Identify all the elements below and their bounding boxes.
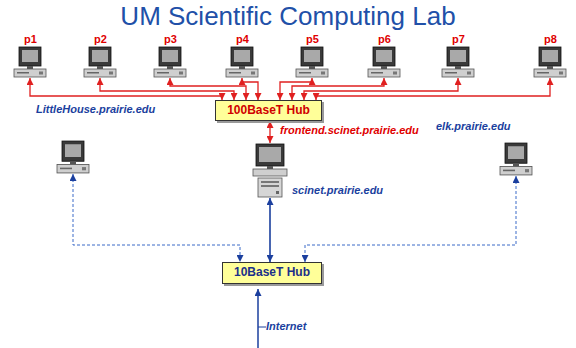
computer-icon [498, 142, 534, 176]
network-link [269, 121, 270, 143]
node-name: p1 [24, 33, 37, 46]
network-link [304, 78, 458, 100]
network-link [73, 174, 240, 262]
computer-node: LittleHouse.prairie.edu [55, 140, 91, 174]
link-label: Internet [266, 320, 306, 333]
network-link [316, 78, 550, 100]
computer-node: p1 [12, 46, 48, 78]
network-link [242, 78, 258, 100]
host-name: elk.prairie.edu [436, 120, 511, 133]
host-name: LittleHouse.prairie.edu [36, 103, 155, 116]
computer-node: p2 [82, 46, 118, 78]
computer-icon [55, 140, 91, 174]
computer-icon [12, 46, 48, 78]
network-link [292, 78, 384, 100]
internet-arrow [257, 289, 259, 348]
server-icon [250, 143, 290, 198]
computer-icon [532, 46, 568, 78]
diagram-title: UM Scientific Computing Lab [0, 2, 576, 32]
node-name: p3 [164, 33, 177, 46]
computer-node: p5 [294, 46, 330, 78]
computer-node: p7 [440, 46, 476, 78]
hub-box: 100BaseT Hub [215, 100, 322, 121]
node-name: p4 [236, 33, 249, 46]
computer-node: p4 [224, 46, 260, 78]
network-link [100, 78, 234, 100]
internet-leader [258, 327, 266, 328]
computer-node: p8 [532, 46, 568, 78]
computer-icon [224, 46, 260, 78]
computer-icon [366, 46, 402, 78]
link-label: frontend.scinet.prairie.edu [279, 124, 420, 137]
computer-node: p6 [366, 46, 402, 78]
node-name: p5 [306, 33, 319, 46]
computer-icon [440, 46, 476, 78]
node-name: p2 [94, 33, 107, 46]
hub-label: 100BaseT Hub [227, 104, 310, 118]
network-link [269, 198, 271, 262]
server-node: scinet.prairie.edu [250, 143, 290, 198]
computer-node: p3 [152, 46, 188, 78]
computer-icon [294, 46, 330, 78]
hub-box: 10BaseT Hub [222, 262, 322, 284]
node-name: p6 [378, 33, 391, 46]
host-name: scinet.prairie.edu [292, 184, 383, 197]
network-link [280, 78, 312, 100]
node-name: p7 [452, 33, 465, 46]
hub-label: 10BaseT Hub [234, 266, 310, 280]
network-link [30, 78, 222, 100]
computer-icon [82, 46, 118, 78]
network-link [170, 78, 246, 100]
computer-node: elk.prairie.edu [498, 142, 534, 176]
computer-icon [152, 46, 188, 78]
node-name: p8 [544, 33, 557, 46]
